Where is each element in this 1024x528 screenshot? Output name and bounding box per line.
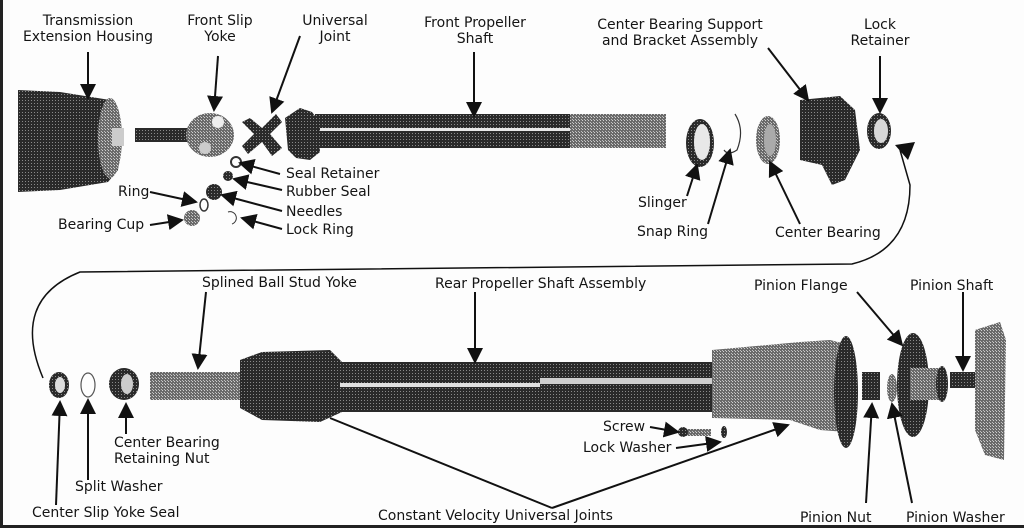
label-line: Retainer <box>850 33 910 49</box>
label-line: Yoke <box>204 29 236 45</box>
label-universal-joint: Universal Joint <box>290 13 380 45</box>
label-line: Front Propeller <box>424 15 526 31</box>
label-needles: Needles <box>286 204 343 220</box>
label-slinger: Slinger <box>638 195 687 211</box>
label-line: Retaining Nut <box>114 451 210 467</box>
label-pinion-flange: Pinion Flange <box>754 278 848 294</box>
label-front-propeller-shaft: Front Propeller Shaft <box>410 15 540 47</box>
label-line: Shaft <box>456 31 494 47</box>
bottom-leader-lines <box>51 291 971 509</box>
universal-joint-part <box>242 114 282 156</box>
pinion-washer-part <box>887 374 897 402</box>
label-line: and Bracket Assembly <box>601 33 759 49</box>
label-pinion-nut: Pinion Nut <box>800 510 872 526</box>
label-lock-ring: Lock Ring <box>286 222 354 238</box>
connector-arrowhead <box>895 142 915 160</box>
label-splined-ball-stud-yoke: Splined Ball Stud Yoke <box>202 275 357 291</box>
pinion-shaft-part <box>950 322 1006 460</box>
label-center-bearing-support: Center Bearing Support and Bracket Assem… <box>585 17 775 49</box>
rear-propeller-shaft-assembly-part <box>150 336 858 448</box>
center-bearing-part <box>756 116 780 164</box>
top-leader-lines <box>80 35 888 231</box>
slinger-part <box>686 119 714 167</box>
label-lock-washer: Lock Washer <box>583 440 672 456</box>
front-propeller-shaft-part <box>285 108 666 160</box>
label-line: Joint <box>319 29 351 45</box>
label-center-bearing-retaining-nut: Center Bearing Retaining Nut <box>114 435 220 467</box>
label-pinion-washer: Pinion Washer <box>906 510 1005 526</box>
label-line: Center Bearing <box>114 435 220 451</box>
label-constant-velocity-universal-joints: Constant Velocity Universal Joints <box>378 508 613 524</box>
center-slip-yoke-seal-part <box>49 372 69 398</box>
label-line: Lock <box>864 17 896 33</box>
label-line: Extension Housing <box>22 29 154 45</box>
label-rubber-seal: Rubber Seal <box>286 184 371 200</box>
label-lock-retainer: Lock Retainer <box>840 17 920 49</box>
center-bearing-support-part <box>800 96 860 185</box>
label-line: Transmission <box>42 13 134 29</box>
label-center-slip-yoke-seal: Center Slip Yoke Seal <box>32 505 180 521</box>
label-bearing-cup: Bearing Cup <box>58 217 145 233</box>
label-line: Center Bearing Support <box>597 17 763 33</box>
label-line: Front Slip <box>187 13 253 29</box>
screw-part <box>678 426 727 438</box>
label-pinion-shaft: Pinion Shaft <box>910 278 994 294</box>
small-bearing-parts <box>184 156 242 226</box>
pinion-nut-part <box>862 372 880 400</box>
label-transmission-extension-housing: Transmission Extension Housing <box>18 13 158 45</box>
transmission-extension-housing-part <box>18 90 124 192</box>
split-washer-part <box>80 372 96 398</box>
center-bearing-retaining-nut-part <box>109 368 139 400</box>
label-front-slip-yoke: Front Slip Yoke <box>180 13 260 45</box>
label-snap-ring: Snap Ring <box>637 224 709 240</box>
scan-border-left <box>0 0 3 528</box>
label-seal-retainer: Seal Retainer <box>286 166 380 182</box>
label-line: Universal <box>302 13 368 29</box>
scan-border-bottom <box>0 525 1024 528</box>
label-rear-propeller-shaft-assembly: Rear Propeller Shaft Assembly <box>435 276 647 292</box>
label-ring: Ring <box>118 184 150 200</box>
front-slip-yoke-part <box>135 113 234 157</box>
label-center-bearing: Center Bearing <box>775 225 881 241</box>
pinion-flange-part <box>897 333 948 437</box>
label-screw: Screw <box>603 419 646 435</box>
lock-retainer-part <box>867 113 891 149</box>
connector-curve <box>31 149 911 379</box>
label-split-washer: Split Washer <box>75 479 163 495</box>
snap-ring-part <box>723 113 742 154</box>
